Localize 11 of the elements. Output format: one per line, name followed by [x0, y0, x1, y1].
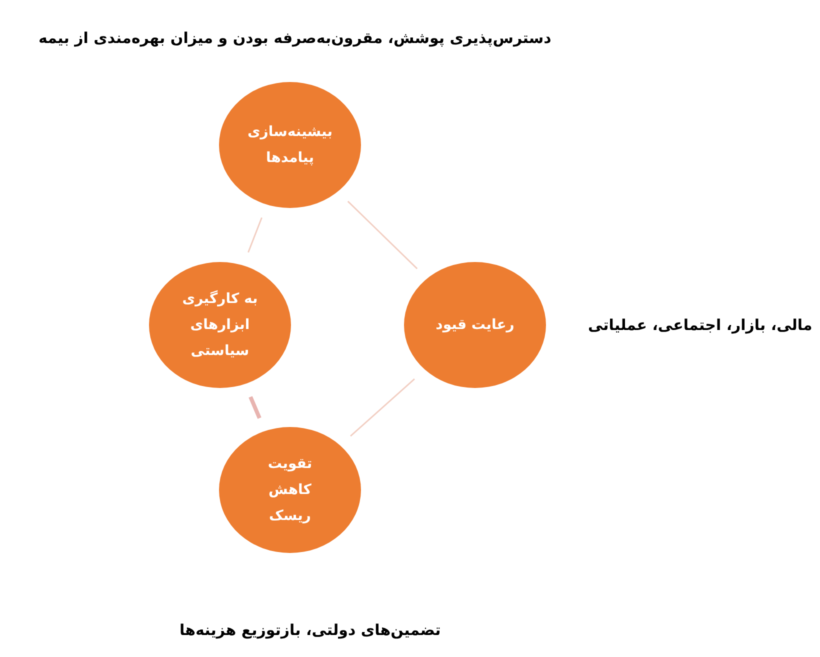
- side-label: مالی، بازار، اجتماعی، عملیاتی: [588, 316, 812, 334]
- node-label: بیشینه‌سازی پیامدها: [246, 123, 334, 168]
- connector-line: [248, 217, 262, 253]
- text-label: تضمین‌های دولتی، بازتوزیع هزینه‌ها: [180, 621, 441, 639]
- node-label: به کارگیری ابزارهای سیاستی: [181, 289, 259, 361]
- title: دسترس‌پذیری پوشش، مقرون‌به‌صرفه بودن و میزان بهره‌مندی از بیمه: [38, 29, 552, 47]
- node-label: رعایت قیود: [434, 316, 516, 335]
- connector-line: [350, 378, 415, 437]
- node-label: تقویت کاهش ریسک: [266, 455, 314, 526]
- connector-line: [248, 396, 262, 419]
- connector-line: [347, 200, 418, 270]
